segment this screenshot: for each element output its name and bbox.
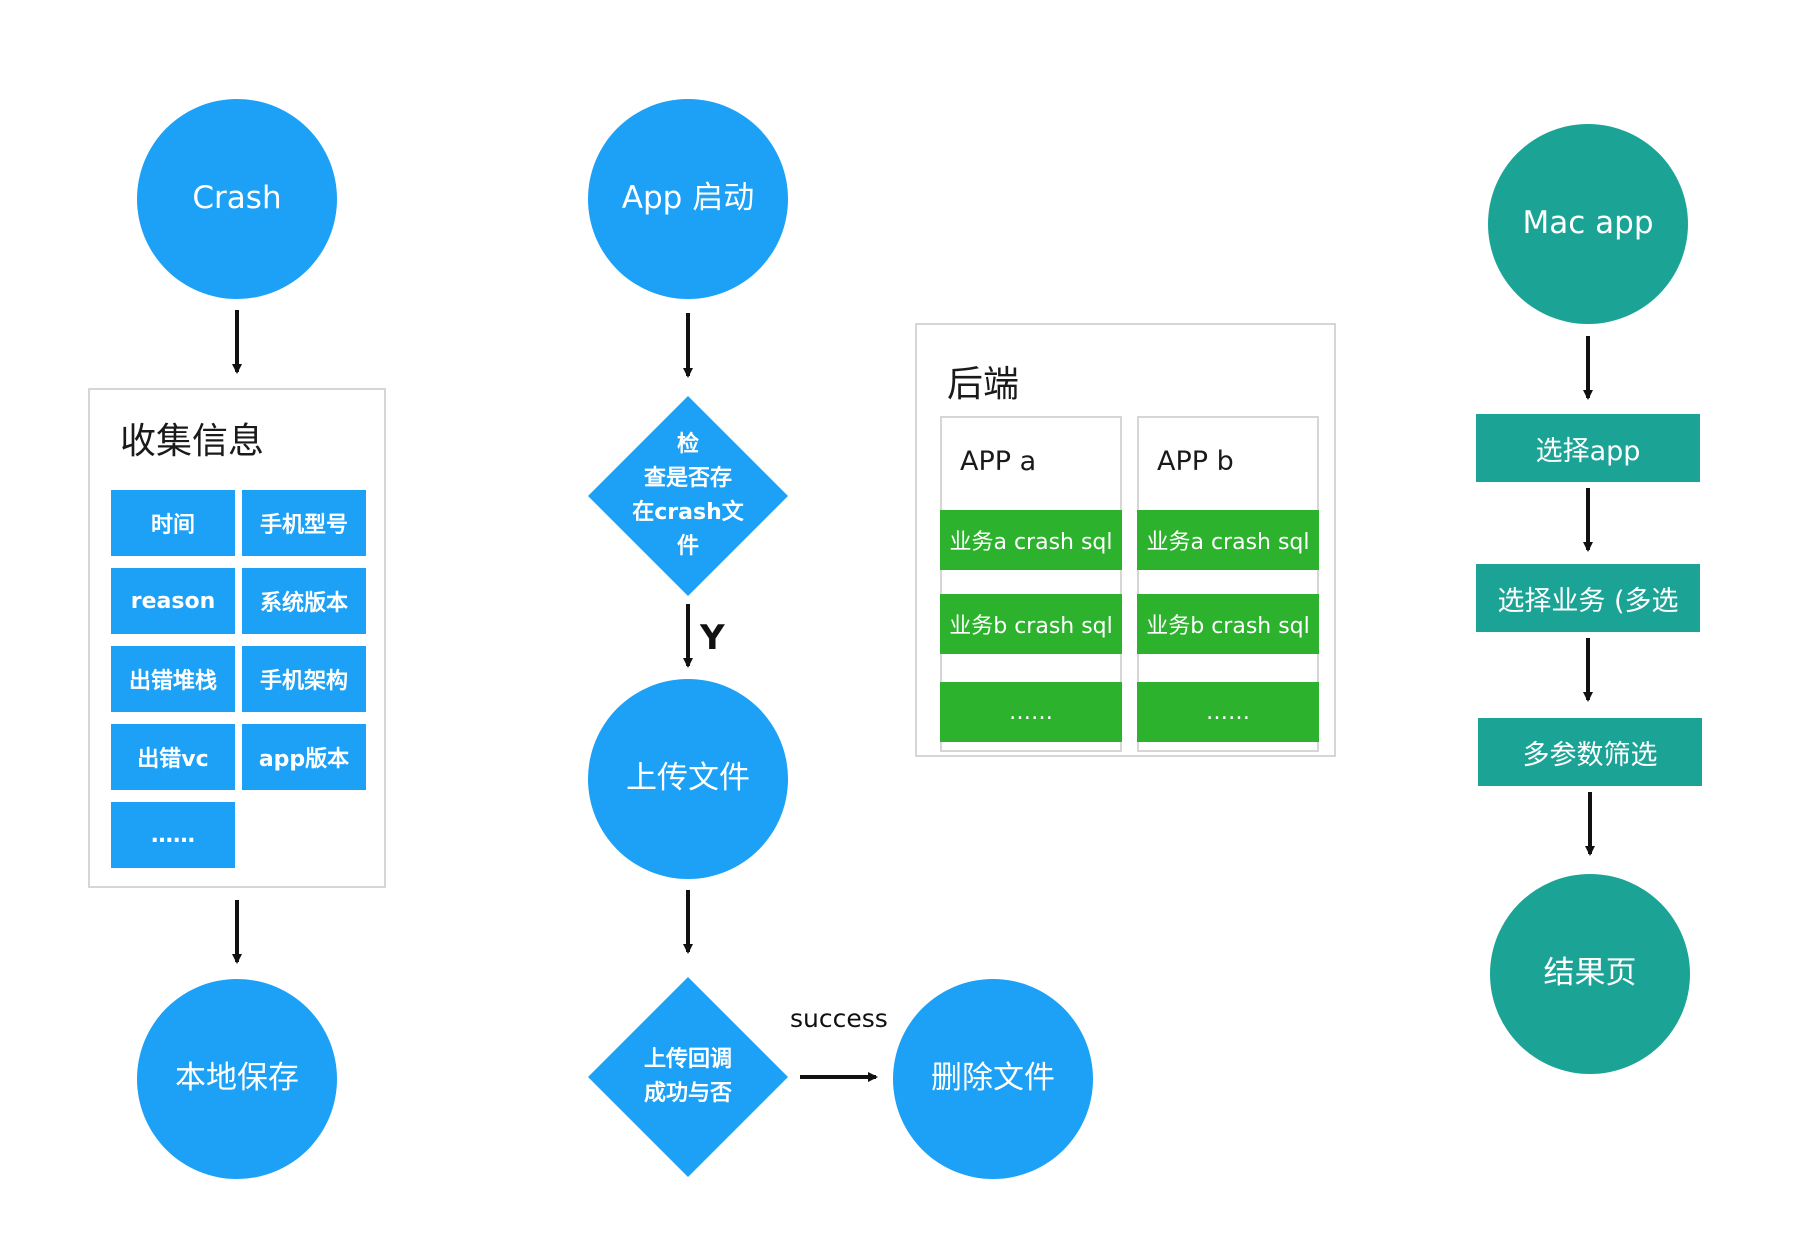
callback-text-line-2: 成功与否 bbox=[643, 1081, 732, 1106]
yes-label: Y bbox=[700, 618, 725, 658]
select-app-step: 选择app bbox=[1476, 414, 1700, 482]
success-label: success bbox=[790, 1004, 888, 1033]
app-a-row-3: …… bbox=[940, 682, 1122, 742]
app-launch-node: App 启动 bbox=[588, 99, 788, 299]
backend-title: 后端 bbox=[947, 364, 1020, 405]
info-item-app-version: app版本 bbox=[242, 724, 366, 790]
backend-column-app-b: APP b 业务a crash sql 业务b crash sql …… bbox=[1137, 416, 1319, 752]
info-item-reason: reason bbox=[111, 568, 235, 634]
app-a-title: APP a bbox=[960, 446, 1037, 477]
check-text-line-2: 查是否存 bbox=[643, 465, 732, 491]
callback-diamond-shape bbox=[588, 977, 788, 1177]
multi-filter-step: 多参数筛选 bbox=[1478, 718, 1702, 786]
info-item-os-version: 系统版本 bbox=[242, 568, 366, 634]
callback-diamond-text: 上传回调 成功与否 bbox=[618, 1007, 758, 1147]
callback-text-line-1: 上传回调 bbox=[643, 1046, 732, 1072]
collect-info-title: 收集信息 bbox=[120, 421, 265, 462]
check-text-line-3: 在crash文 bbox=[632, 500, 744, 525]
local-save-node: 本地保存 bbox=[137, 979, 337, 1179]
info-item-error-vc: 出错vc bbox=[111, 724, 235, 790]
app-b-row-2: 业务b crash sql bbox=[1137, 594, 1319, 654]
info-item-time: 时间 bbox=[111, 490, 235, 556]
collect-info-box: 收集信息 时间 手机型号 reason 系统版本 出错堆栈 手机架构 出错vc … bbox=[88, 388, 386, 888]
backend-column-app-a: APP a 业务a crash sql 业务b crash sql …… bbox=[940, 416, 1122, 752]
app-b-row-1: 业务a crash sql bbox=[1137, 510, 1319, 570]
check-diamond-text: 检 查是否存 在crash文 件 bbox=[618, 426, 758, 566]
mac-app-node: Mac app bbox=[1488, 124, 1688, 324]
info-item-stack: 出错堆栈 bbox=[111, 646, 235, 712]
check-diamond-shape bbox=[588, 396, 788, 596]
crash-node: Crash bbox=[137, 99, 337, 299]
delete-file-node: 删除文件 bbox=[893, 979, 1093, 1179]
upload-file-node: 上传文件 bbox=[588, 679, 788, 879]
app-a-row-2: 业务b crash sql bbox=[940, 594, 1122, 654]
result-page-node: 结果页 bbox=[1490, 874, 1690, 1074]
info-item-more: …… bbox=[111, 802, 235, 868]
info-item-arch: 手机架构 bbox=[242, 646, 366, 712]
check-crash-file-decision: 检 查是否存 在crash文 件 bbox=[588, 396, 788, 596]
backend-box: 后端 APP a 业务a crash sql 业务b crash sql …… … bbox=[915, 323, 1336, 757]
check-text-line-4: 件 bbox=[676, 534, 699, 560]
info-item-phone-model: 手机型号 bbox=[242, 490, 366, 556]
check-text-line-1: 检 bbox=[676, 431, 699, 457]
upload-callback-decision: 上传回调 成功与否 bbox=[588, 977, 788, 1177]
app-b-title: APP b bbox=[1157, 446, 1234, 477]
app-a-row-1: 业务a crash sql bbox=[940, 510, 1122, 570]
select-business-step: 选择业务 (多选 bbox=[1476, 564, 1700, 632]
app-b-row-3: …… bbox=[1137, 682, 1319, 742]
